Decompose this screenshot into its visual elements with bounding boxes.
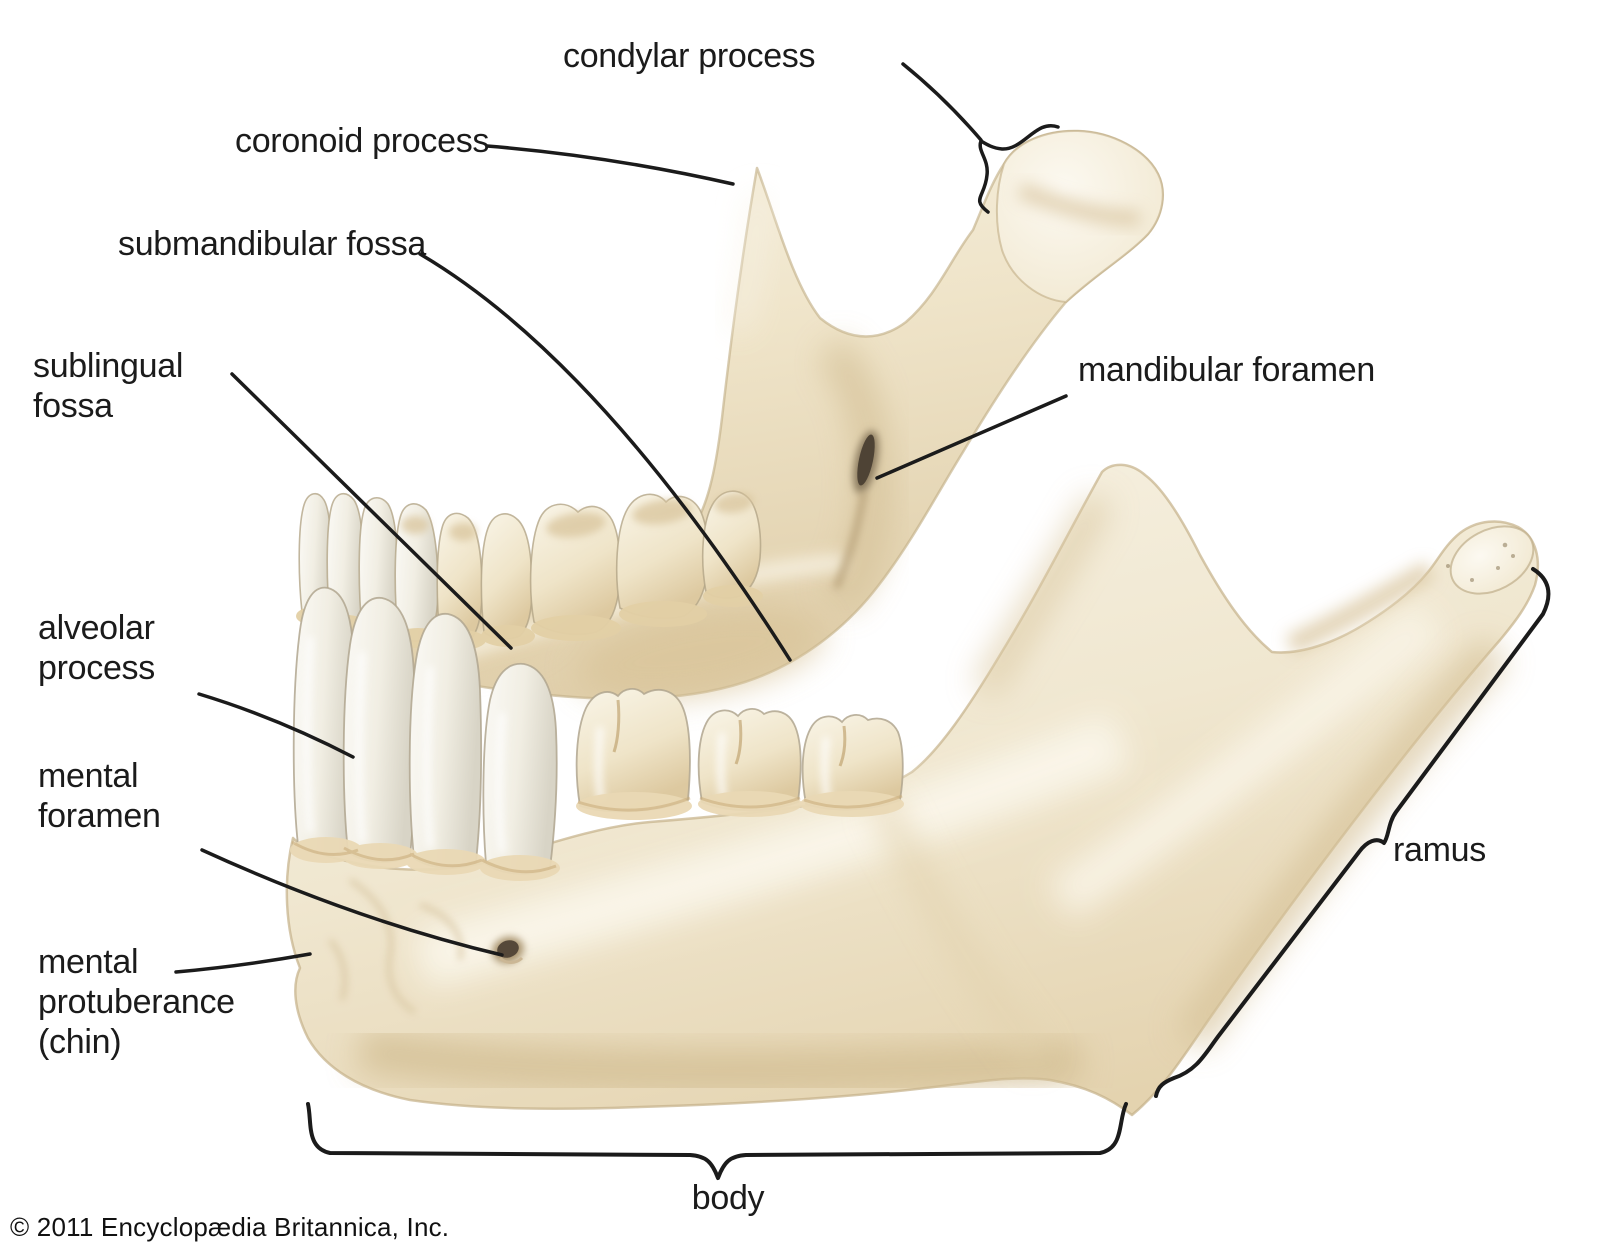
coronoid-front-shade bbox=[973, 493, 1112, 697]
copyright-credit: © 2011 Encyclopædia Britannica, Inc. bbox=[10, 1212, 450, 1242]
teeth-front-grooves bbox=[612, 699, 847, 767]
coronoid-highlight bbox=[726, 194, 769, 334]
masseteric-shade bbox=[869, 794, 1050, 1068]
leader-mental-protuberance bbox=[174, 952, 312, 974]
label-sublingual-fossa: sublingual fossa bbox=[33, 347, 184, 425]
leader-coronoid-process bbox=[485, 144, 735, 186]
chin-texture bbox=[328, 878, 463, 1014]
label-coronoid-process: coronoid process bbox=[235, 122, 490, 160]
mylohyoid-groove bbox=[832, 491, 868, 590]
label-condylar-process: condylar process bbox=[563, 37, 816, 75]
brace-ramus bbox=[1154, 567, 1551, 1098]
leader-submandibular-fossa bbox=[418, 252, 792, 662]
condyle-shade bbox=[1016, 182, 1141, 227]
leader-alveolar-process bbox=[197, 692, 355, 759]
label-mandibular-foramen: mandibular foramen bbox=[1078, 351, 1375, 389]
label-mental-foramen: mental foramen bbox=[38, 757, 161, 835]
submandibular-fossa-shade bbox=[576, 605, 824, 699]
leader-mandibular-foramen bbox=[875, 394, 1068, 480]
ramus-highlight bbox=[1047, 602, 1445, 920]
mental-foramen-rim bbox=[498, 956, 524, 964]
label-submandibular-fossa: submandibular fossa bbox=[118, 225, 427, 263]
condylar-head-front bbox=[1449, 525, 1535, 595]
label-ramus: ramus bbox=[1393, 831, 1486, 869]
condyle-pores bbox=[1446, 542, 1515, 582]
brace-condylar-process bbox=[977, 123, 1060, 214]
oblique-highlight bbox=[412, 713, 1131, 988]
mandibular-foramen-hole bbox=[857, 434, 875, 486]
label-body: body bbox=[691, 1179, 765, 1217]
lower-border-shadow bbox=[356, 1029, 1081, 1093]
sigmoid-notch-shade bbox=[1285, 561, 1435, 655]
gum-margins bbox=[291, 794, 903, 874]
inner-ramus-shadow bbox=[817, 337, 891, 613]
mandible-outer-half bbox=[285, 463, 1540, 1117]
label-alveolar-process: alveolar process bbox=[38, 609, 155, 687]
teeth-front-highlights bbox=[303, 636, 831, 854]
leader-condylar-process bbox=[901, 62, 983, 142]
label-mental-protuberance: mental protuberance (chin) bbox=[38, 943, 235, 1061]
posterior-border-shadow bbox=[1176, 638, 1508, 1050]
brace-body bbox=[306, 1102, 1128, 1180]
teeth-front-sockets bbox=[290, 791, 904, 881]
teeth-back-occlusal-shading bbox=[401, 492, 754, 541]
leader-mental-foramen bbox=[200, 848, 504, 957]
leader-sublingual-fossa bbox=[230, 372, 513, 650]
